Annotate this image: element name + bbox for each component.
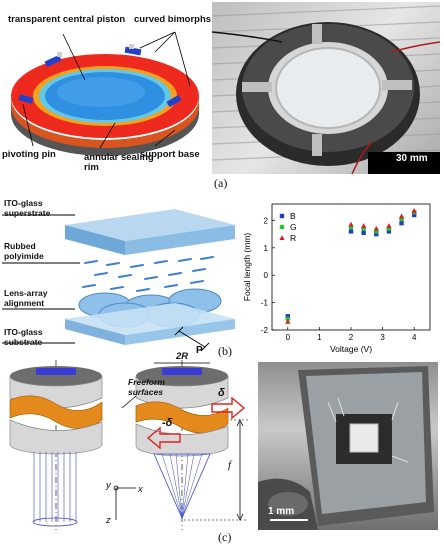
y-tick-label: -2 [261,326,269,335]
coordinate-axes [113,485,136,520]
y-tick-label: 2 [264,216,269,225]
label-pin: pivoting pin [2,149,56,160]
y-tick-label: 1 [264,244,269,253]
data-point-B [348,229,354,234]
data-point-B [279,213,285,219]
data-point-G [279,224,285,230]
x-tick-label: 0 [286,333,291,342]
label-polyimide: Rubbed polyimide [4,241,44,261]
x-tick-label: 2 [349,333,354,342]
left-lens-assembly [9,360,103,530]
x-tick-label: 1 [317,333,322,342]
actuator-photo: 30 mm [212,2,440,174]
freeform-lens-diagram [9,360,248,530]
right-lens-assembly [135,360,248,530]
legend-label-G: G [290,222,297,232]
panel-b-leaders [2,214,80,344]
y-tick-label: 0 [264,271,269,280]
scale-label-c: 1 mm [268,506,295,517]
panel-a-tag: (a) [214,176,228,190]
panel-c-tag: (c) [218,530,232,544]
lc-lens-stack [65,209,235,352]
label-neg-delta: -δ [162,417,173,429]
y-axis-label: Focal length (mm) [242,233,252,302]
data-point-B [285,314,290,319]
data-point-R [373,225,379,231]
label-axis-z: z [106,515,111,526]
data-point-R [361,223,367,228]
scale-label-a: 30 mm [396,153,428,164]
label-substrate: ITO-glass substrate [4,327,43,347]
label-alignment: Lens-array alignment [4,288,48,308]
actuator-schematic [11,31,199,156]
data-point-R [279,235,285,240]
label-base: support base [140,149,200,160]
label-delta: δ [218,387,225,399]
data-point-B [374,231,379,237]
label-axis-y: y [106,480,111,491]
label-focal: f [228,459,232,471]
y-tick-label: -1 [261,299,269,308]
panel-b-tag: (b) [218,344,232,358]
data-point-R [285,318,291,324]
data-point-R [348,221,354,227]
chip-photo: 1 mm [258,362,438,530]
x-tick-label: 3 [380,333,385,342]
data-point-B [399,220,404,226]
data-point-B [361,230,366,235]
x-tick-label: 4 [412,333,417,342]
label-bimorphs: curved bimorphs [134,14,212,25]
data-point-R [411,208,417,213]
legend-label-R: R [290,233,296,243]
label-axis-x: x [138,484,143,495]
data-point-B [412,212,417,218]
label-rim: annular sealing rim [84,152,154,173]
data-point-R [386,223,392,228]
data-point-R [398,213,405,219]
label-2r: 2R [176,351,189,362]
label-freeform: Freeform surfaces [128,377,165,397]
label-piston: transparent central piston [8,14,126,25]
x-axis-label: Voltage (V) [330,344,372,354]
label-superstrate: ITO-glass superstrate [4,198,51,218]
data-point-B [386,229,392,234]
label-pitch: P [196,345,203,356]
legend-label-B: B [290,211,296,221]
